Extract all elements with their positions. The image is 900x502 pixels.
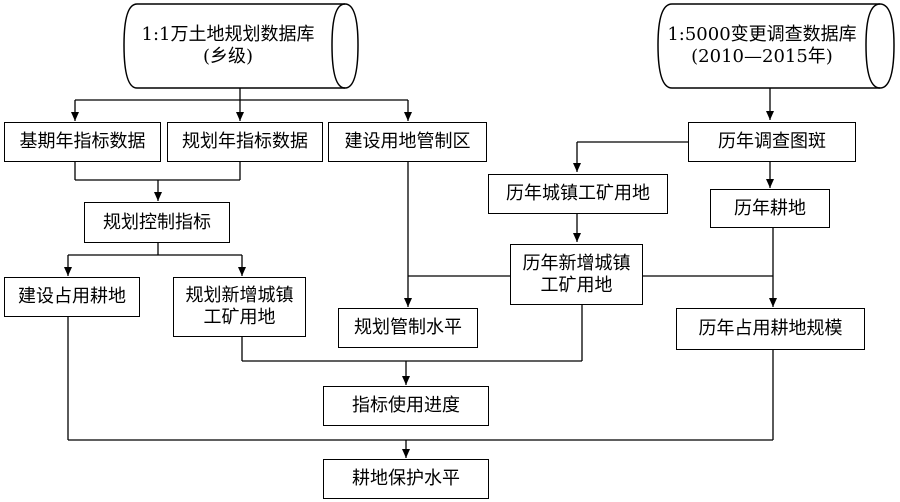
database-label-survey: 1:5000变更调查数据库 (2010—2015年) bbox=[667, 24, 857, 67]
node-survey-patches: 历年调查图斑 bbox=[688, 122, 856, 162]
node-base-year-indicator: 基期年指标数据 bbox=[4, 122, 161, 162]
node-plan-control-indicator: 规划控制指标 bbox=[84, 202, 230, 243]
node-hist-occupied-farmland-scale: 历年占用耕地规模 bbox=[676, 308, 865, 350]
node-hist-urban-industrial-land: 历年城镇工矿用地 bbox=[488, 174, 668, 214]
database-label-land-plan: 1:1万土地规划数据库 (乡级) bbox=[141, 24, 315, 67]
node-plan-new-urban-industrial-land: 规划新增城镇 工矿用地 bbox=[173, 277, 306, 337]
node-indicator-usage-progress: 指标使用进度 bbox=[323, 386, 489, 426]
node-farmland-protection-level: 耕地保护水平 bbox=[323, 459, 489, 499]
database-cylinder-land-plan bbox=[123, 3, 359, 89]
node-construction-occupy-farmland: 建设占用耕地 bbox=[4, 277, 140, 317]
node-hist-new-urban-industrial-land: 历年新增城镇 工矿用地 bbox=[510, 244, 643, 305]
node-construction-control-zone: 建设用地管制区 bbox=[328, 122, 487, 162]
node-plan-control-level: 规划管制水平 bbox=[338, 308, 478, 348]
node-plan-year-indicator: 规划年指标数据 bbox=[167, 122, 323, 162]
database-cylinder-survey bbox=[657, 3, 895, 89]
connector-lines bbox=[64, 88, 777, 458]
node-hist-farmland: 历年耕地 bbox=[710, 189, 830, 228]
